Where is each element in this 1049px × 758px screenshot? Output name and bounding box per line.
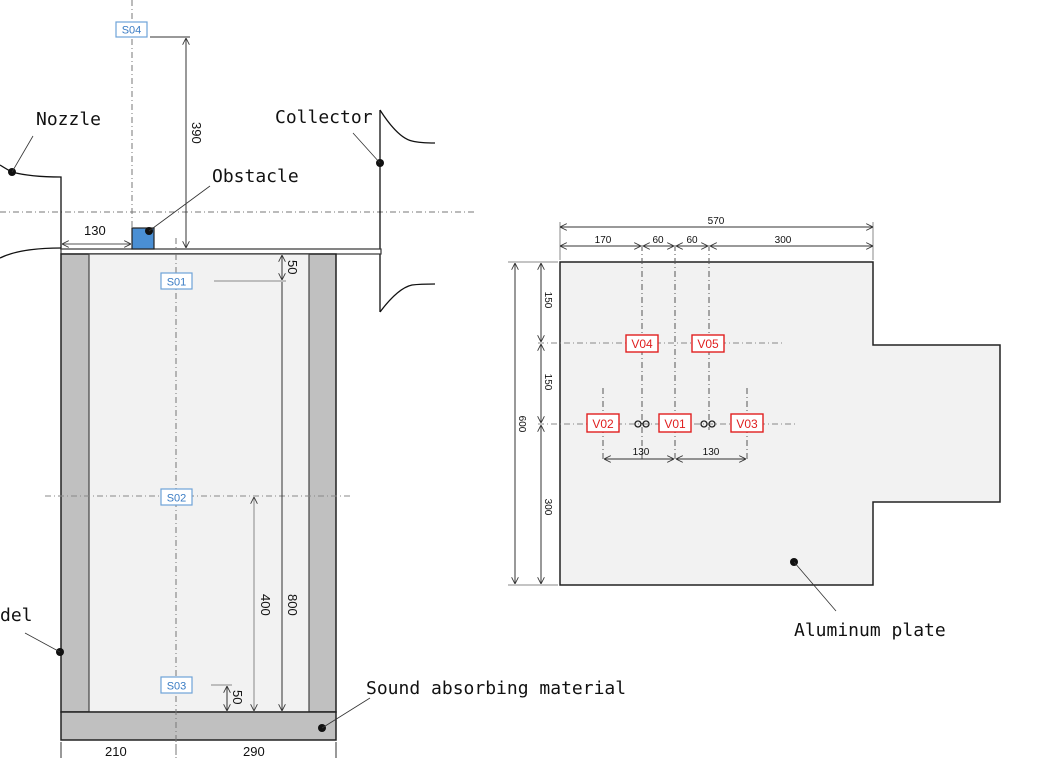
svg-text:V01: V01: [664, 417, 686, 431]
model-interior: [88, 253, 310, 713]
sound-absorbing-label: Sound absorbing material: [366, 678, 626, 699]
marker-v04: [625, 334, 659, 353]
model-label: del: [0, 605, 33, 626]
svg-text:V03: V03: [736, 417, 758, 431]
nozzle-lower-lip: [0, 247, 62, 259]
dim-obstacle-offset: 130: [84, 223, 106, 238]
marker-v03: [730, 413, 764, 433]
dim-seg-60b: 60: [686, 235, 698, 246]
marker-v05: [691, 334, 725, 353]
dim-s03-height: 50: [230, 690, 245, 704]
marker-v02: [586, 413, 620, 433]
marker-v01: [658, 413, 692, 433]
dim-seg-60a: 60: [652, 235, 664, 246]
obstacle-label: Obstacle: [212, 166, 299, 187]
dim-seg-300: 300: [775, 235, 792, 246]
test-section-diagram: Nozzle Collector Obstacle 130 S04 390 S: [0, 0, 626, 758]
dim-v02-v01: 130: [633, 447, 650, 458]
svg-text:S01: S01: [167, 277, 187, 289]
hole-pair-left: [634, 420, 650, 428]
sensor-s04: [115, 21, 148, 38]
dim-h-300: 300: [542, 499, 553, 516]
nozzle-outline: [0, 164, 62, 250]
nozzle-label: Nozzle: [36, 109, 101, 130]
svg-text:S03: S03: [167, 681, 187, 693]
dim-s04-height: 390: [189, 122, 204, 144]
dim-s02-depth: 400: [258, 594, 273, 616]
dim-h-150b: 150: [542, 374, 553, 391]
hole-pair-right: [700, 420, 716, 428]
svg-text:S04: S04: [122, 25, 142, 37]
aluminum-plate-diagram: 570 170 60 60 300 600 150 150 300 V04 V0…: [508, 216, 1001, 641]
svg-text:V04: V04: [631, 337, 653, 351]
dim-seg-170: 170: [595, 235, 612, 246]
aluminum-plate-label: Aluminum plate: [794, 620, 946, 641]
dim-total-width: 570: [708, 216, 725, 227]
dim-v01-v03: 130: [703, 447, 720, 458]
dim-width-left: 210: [105, 744, 127, 758]
dim-s01-depth: 50: [285, 260, 300, 274]
sensor-s01: [160, 272, 193, 290]
sensor-s02: [160, 488, 193, 506]
dim-total-depth: 800: [285, 594, 300, 616]
svg-text:V02: V02: [592, 417, 614, 431]
dim-total-height: 600: [516, 416, 527, 433]
collector-label: Collector: [275, 107, 373, 128]
svg-text:V05: V05: [697, 337, 719, 351]
sensor-s03: [160, 676, 193, 694]
sound-absorbing-base: [60, 711, 337, 741]
svg-text:S02: S02: [167, 493, 187, 505]
dim-width-right: 290: [243, 744, 265, 758]
dim-h-150a: 150: [542, 292, 553, 309]
